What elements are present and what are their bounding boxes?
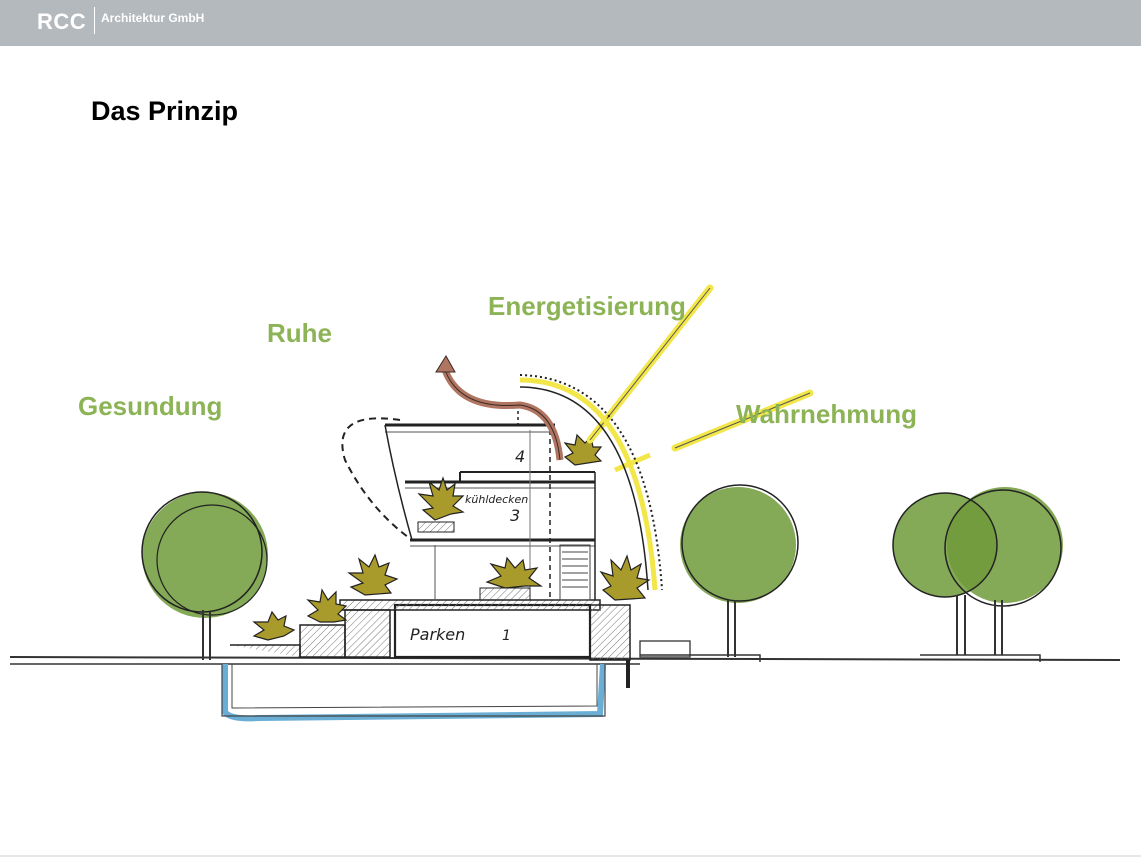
footer-divider	[0, 855, 1141, 857]
tree-middle-right	[680, 484, 799, 657]
header-bar: RCC Architektur GmbH	[0, 0, 1141, 46]
water-basin	[221, 663, 606, 722]
tree-left	[141, 491, 268, 660]
curved-solar-shade	[519, 374, 663, 591]
air-flow-arrow	[435, 355, 564, 461]
kuehldecken-label: kühldecken	[465, 493, 528, 506]
floor-1-label: 1	[502, 628, 511, 644]
concept-energetisierung: Energetisierung	[488, 291, 686, 321]
concept-wahrnehmung: Wahrnehmung	[736, 399, 918, 429]
tree-right-pair	[892, 487, 1063, 655]
logo-divider	[94, 7, 95, 34]
company-logo: RCC	[37, 9, 87, 34]
concept-ruhe: Ruhe	[267, 318, 332, 348]
concept-gesundung: Gesundung	[78, 391, 223, 421]
page-title: Das Prinzip	[91, 96, 239, 126]
parken-label: Parken	[410, 625, 465, 644]
stair	[559, 544, 591, 601]
sun-rays	[586, 284, 814, 473]
floor-3-label: 3	[510, 506, 520, 525]
company-name: Architektur GmbH	[101, 11, 205, 25]
plants	[252, 433, 651, 641]
floor-4-label: 4	[515, 447, 525, 466]
ground-line	[9, 640, 1121, 665]
